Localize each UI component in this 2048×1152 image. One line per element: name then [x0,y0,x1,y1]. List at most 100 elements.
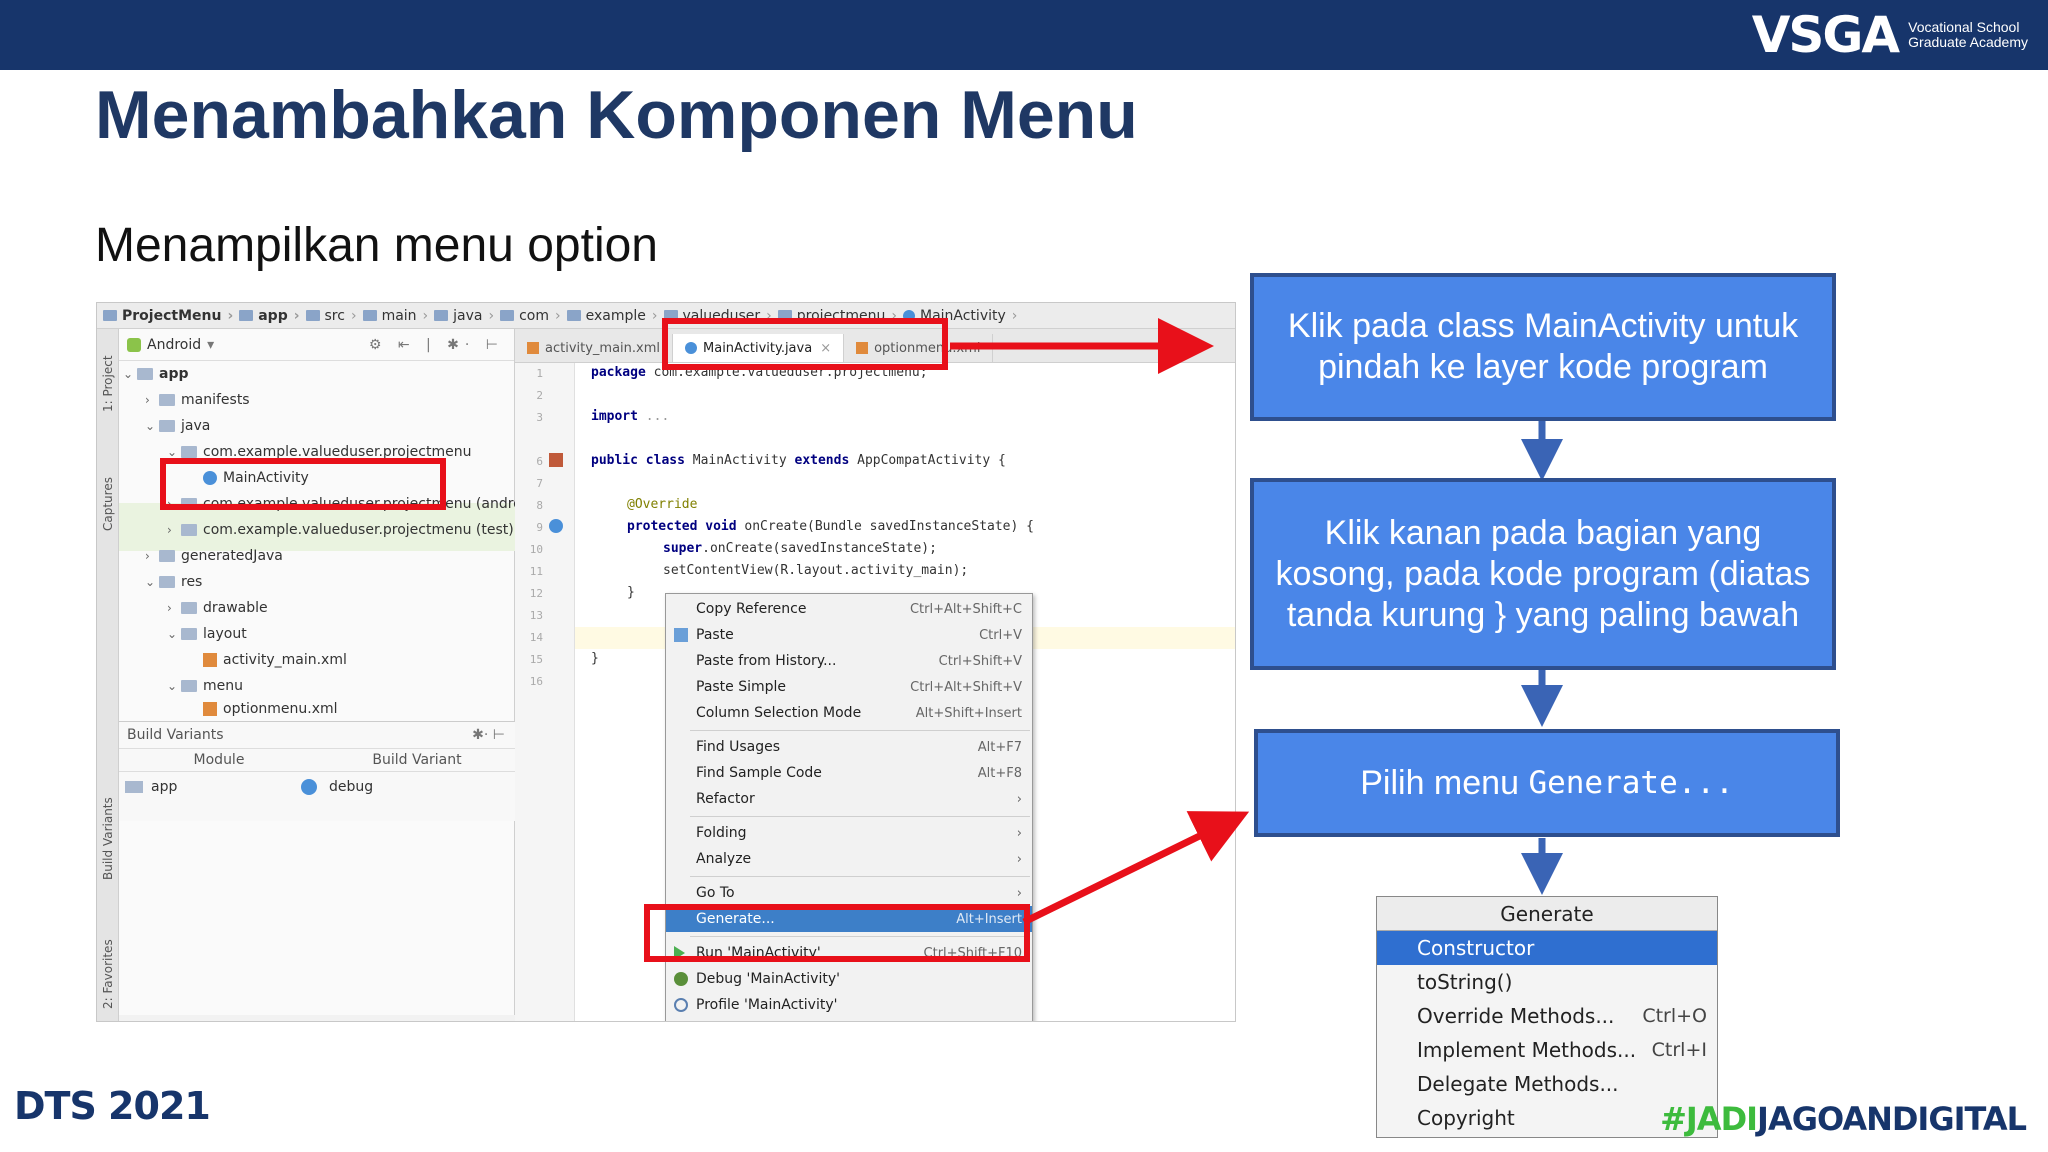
line-number: 10 [529,543,543,556]
generate-popup: Generate Constructor toString() Override… [1376,896,1718,1138]
line-gutter: 1 2 3 6 7 8 9 10 11 12 13 14 15 16 [515,363,575,1021]
folder-icon [500,310,515,321]
tree-item[interactable]: ⌄java [145,418,211,434]
line-number: 1 [536,367,543,380]
menu-item-paste-history[interactable]: Paste from History...Ctrl+Shift+V [696,653,1022,669]
menu-item-profile[interactable]: Profile 'MainActivity' [666,992,1032,1018]
tree-item[interactable]: ›com.example.valueduser.projectmenu (tes… [167,522,514,538]
logo-sub-line2: Graduate Academy [1908,34,2028,50]
breadcrumb-item[interactable]: example› [566,308,658,324]
menu-item-refactor[interactable]: Refactor› [696,791,1022,807]
slide-subtitle: Menampilkan menu option [95,219,658,272]
tree-item[interactable]: ⌄com.example.valueduser.projectmenu [167,444,472,460]
run-gutter-icon[interactable] [549,453,563,467]
tab-mainactivity-java[interactable]: MainActivity.java× [673,334,845,362]
menu-divider [690,936,1030,937]
hashtag-part-2: JAGOANDIGITAL [1757,1100,2027,1138]
logo-text: VSGA [1751,6,1900,64]
menu-item-generate[interactable]: Generate...Alt+Insert [666,906,1032,932]
menu-item-analyze[interactable]: Analyze› [696,851,1022,867]
breadcrumb-item[interactable]: java› [434,308,494,324]
step3-text: Pilih menu [1360,763,1519,802]
code-line[interactable]: } [591,651,599,666]
tree-item[interactable]: ›manifests [145,392,250,408]
breadcrumb-item[interactable]: ProjectMenu› [103,308,233,324]
gear-icon[interactable]: ✱· ⊢ [472,727,505,743]
menu-divider [690,730,1030,731]
folder-icon [239,310,254,321]
footer-hashtag: #JADIJAGOANDIGITAL [1660,1100,2027,1138]
tree-item[interactable]: ›generatedJava [145,548,283,564]
folder-icon [159,550,175,562]
col-module: Module [193,752,245,768]
breadcrumb-item[interactable]: main› [362,308,428,324]
tree-item[interactable]: ⌄res [145,574,203,590]
generate-item-constructor[interactable]: Constructor [1377,931,1717,965]
step-box-3: Pilih menu Generate... [1254,729,1840,837]
menu-item-go-to[interactable]: Go To› [696,885,1022,901]
code-line[interactable]: } [627,585,635,600]
generate-item-tostring[interactable]: toString() [1417,970,1513,994]
tree-item-mainactivity[interactable]: MainActivity [203,465,309,491]
xml-file-icon [856,342,869,354]
tree-item[interactable]: ›drawable [167,600,268,616]
footer-dts-logo: DTS 2021 [14,1084,211,1128]
panel-tools[interactable]: ⚙ ⇤ | ✱· ⊢ [368,336,504,353]
logo-subtitle: Vocational School Graduate Academy [1908,20,2028,50]
project-view-select[interactable]: Android [147,336,202,353]
folder-icon [159,420,175,432]
code-line[interactable]: import ... [591,409,670,424]
code-line[interactable]: protected void onCreate(Bundle savedInst… [627,519,1034,534]
generate-item-delegate-methods[interactable]: Delegate Methods... [1417,1072,1619,1096]
package-icon [181,524,197,536]
class-icon [203,471,217,485]
breadcrumb-item[interactable]: app› [239,308,300,324]
code-line[interactable]: super.onCreate(savedInstanceState); [663,541,937,556]
editor-tabs: activity_main.xml MainActivity.java× opt… [515,329,1235,363]
code-line[interactable]: @Override [627,497,698,512]
tree-item[interactable]: ⌄menu [167,678,243,694]
tab-activity-main-xml[interactable]: activity_main.xml [515,334,674,362]
tree-item[interactable]: optionmenu.xml [203,699,338,719]
line-number: 14 [529,631,543,644]
close-icon[interactable]: × [820,340,832,356]
variant-cell[interactable]: debug [329,779,374,795]
tool-window-strip: 1: Project Captures Build Variants 2: Fa… [97,329,119,1021]
folder-icon [159,576,175,588]
folder-icon [137,368,153,380]
line-number: 6 [536,455,543,468]
module-cell: app [151,779,178,795]
folder-icon [434,310,449,321]
menu-item-debug[interactable]: Debug 'MainActivity' [666,966,1032,992]
code-line[interactable]: public class MainActivity extends AppCom… [591,453,1006,468]
info-icon [301,779,317,795]
override-gutter-icon[interactable] [549,519,563,533]
breadcrumb-item[interactable]: com› [500,308,561,324]
generate-item-implement-methods[interactable]: Implement Methods...Ctrl+I [1417,1038,1707,1062]
tree-item[interactable]: activity_main.xml [203,647,347,673]
breadcrumb-item[interactable]: src› [305,308,357,324]
line-number: 16 [529,675,543,688]
code-line[interactable]: setContentView(R.layout.activity_main); [663,563,969,578]
xml-file-icon [203,702,217,716]
line-number: 8 [536,499,543,512]
generate-item-copyright[interactable]: Copyright [1417,1106,1515,1130]
generate-item-override-methods[interactable]: Override Methods...Ctrl+O [1417,1004,1707,1028]
step-box-1: Klik pada class MainActivity untuk pinda… [1250,273,1836,421]
arrow-to-step3 [1022,811,1250,926]
paste-icon [674,628,688,642]
tree-item[interactable]: ⌄layout [167,626,247,642]
menu-item-folding[interactable]: Folding› [696,825,1022,841]
chevron-down-icon[interactable]: ▾ [207,336,215,353]
table-row[interactable]: app debug [119,772,515,802]
tree-item[interactable]: ⌄app [123,366,189,382]
xml-file-icon [203,653,217,667]
vsga-logo: VSGA Vocational School Graduate Academy [1752,6,2028,64]
